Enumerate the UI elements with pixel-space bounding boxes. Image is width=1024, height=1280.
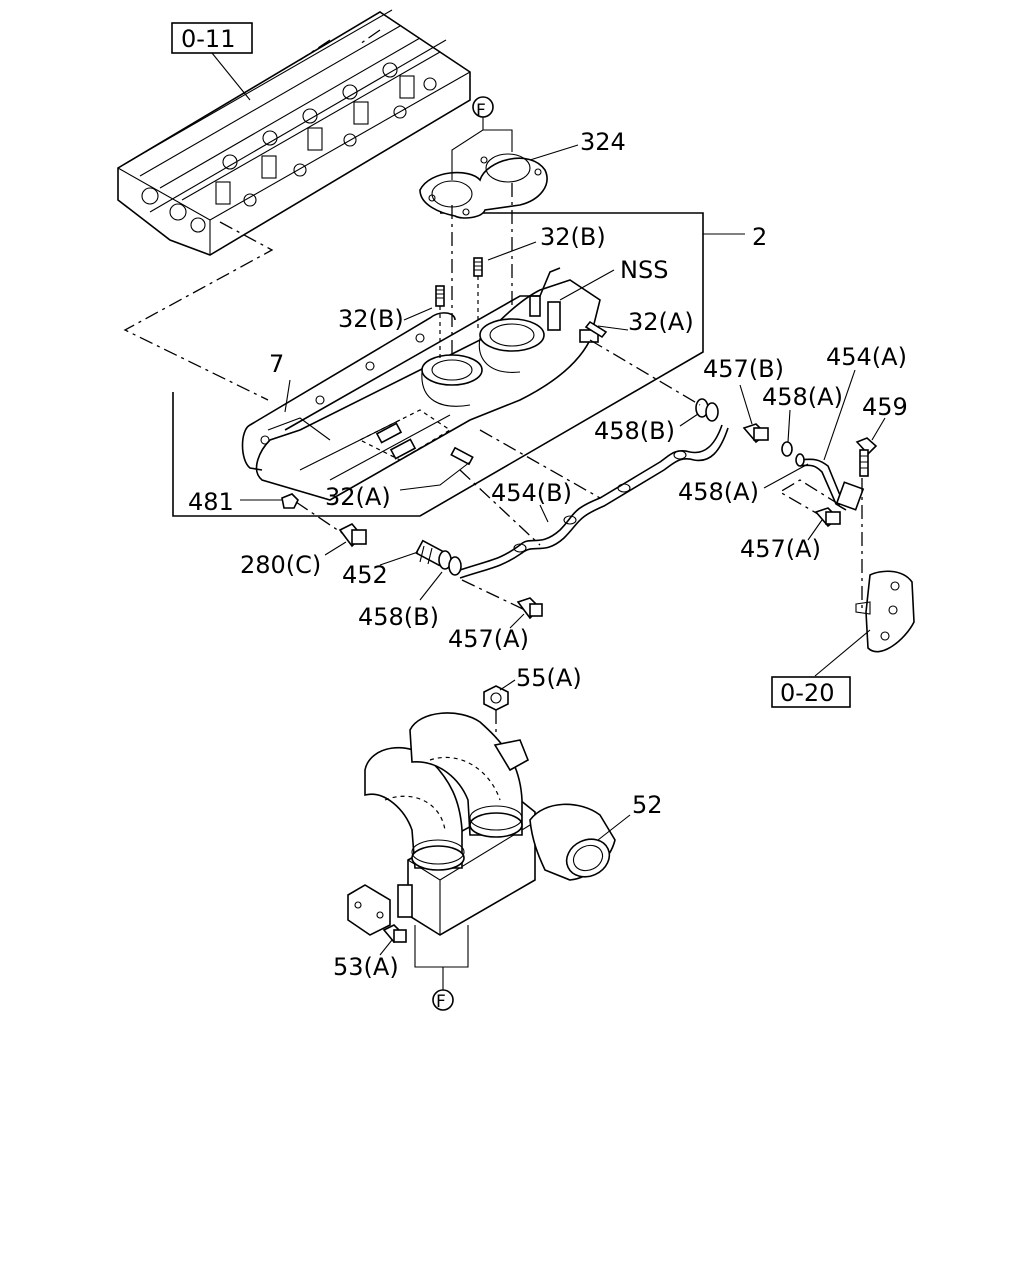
bolt-457B [742, 423, 769, 444]
gasket-458B-lower [438, 550, 462, 576]
exhaust-manifold [255, 279, 601, 501]
callout-52: 52 [632, 791, 663, 819]
ref-box-0-11[interactable] [171, 22, 253, 54]
ref-label-F-bottom: F [436, 992, 446, 1012]
bolt-53A [382, 924, 407, 944]
callout-55A: 55(A) [516, 664, 582, 692]
bolt-280C [338, 523, 367, 548]
callout-454A: 454(A) [826, 343, 907, 371]
ref-label-0-11: 0-11 [181, 25, 235, 53]
callout-458A-lower: 458(A) [678, 478, 759, 506]
callout-457A-right: 457(A) [740, 535, 821, 563]
exhaust-pipe-52 [347, 712, 616, 936]
callout-NSS: NSS [620, 256, 668, 284]
callout-459: 459 [862, 393, 908, 421]
nut-55A [483, 685, 509, 711]
callout-457A-lower: 457(A) [448, 625, 529, 653]
heat-shield-7 [241, 267, 561, 471]
bolt-457A-lower [516, 597, 543, 620]
stud-bolt-32B-right [473, 257, 483, 277]
ref-label-F-top: F [476, 101, 486, 121]
callout-458B-upper: 458(B) [594, 417, 675, 445]
callout-481: 481 [188, 488, 234, 516]
callout-457B: 457(B) [703, 355, 784, 383]
bolt-459 [855, 437, 878, 477]
ref-box-0-20[interactable] [771, 676, 851, 708]
bracket-0-20 [855, 570, 915, 653]
callout-324: 324 [580, 128, 626, 156]
callout-32B-lower: 32(B) [338, 305, 404, 333]
callout-2: 2 [752, 223, 767, 251]
cylinder-head [117, 9, 471, 256]
stud-bolts-32A-lower [375, 422, 474, 466]
stud-bolt-32B-left [435, 285, 445, 307]
callout-454B: 454(B) [491, 479, 572, 507]
callout-458B-lower: 458(B) [358, 603, 439, 631]
ref-circle-F-bottom[interactable] [432, 989, 454, 1011]
callout-280C: 280(C) [240, 551, 321, 579]
washer-458A-upper [781, 441, 793, 457]
callout-53A: 53(A) [333, 953, 399, 981]
pipe-454A [799, 458, 865, 511]
callout-32A-upper: 32(A) [628, 308, 694, 336]
nut-481 [281, 493, 299, 509]
callout-7: 7 [269, 350, 284, 378]
exhaust-gasket-324 [419, 153, 548, 219]
bolt-457A-right [814, 507, 841, 528]
ref-label-0-20: 0-20 [780, 679, 834, 707]
pipe-454B [459, 424, 729, 579]
callout-32B-upper: 32(B) [540, 223, 606, 251]
assembly-bracket-2 [172, 212, 704, 517]
callout-458A-upper: 458(A) [762, 383, 843, 411]
callout-32A-lower: 32(A) [325, 483, 391, 511]
callout-452: 452 [342, 561, 388, 589]
gasket-458B-upper [695, 398, 719, 422]
stud-bolt-32A-right [584, 320, 608, 339]
